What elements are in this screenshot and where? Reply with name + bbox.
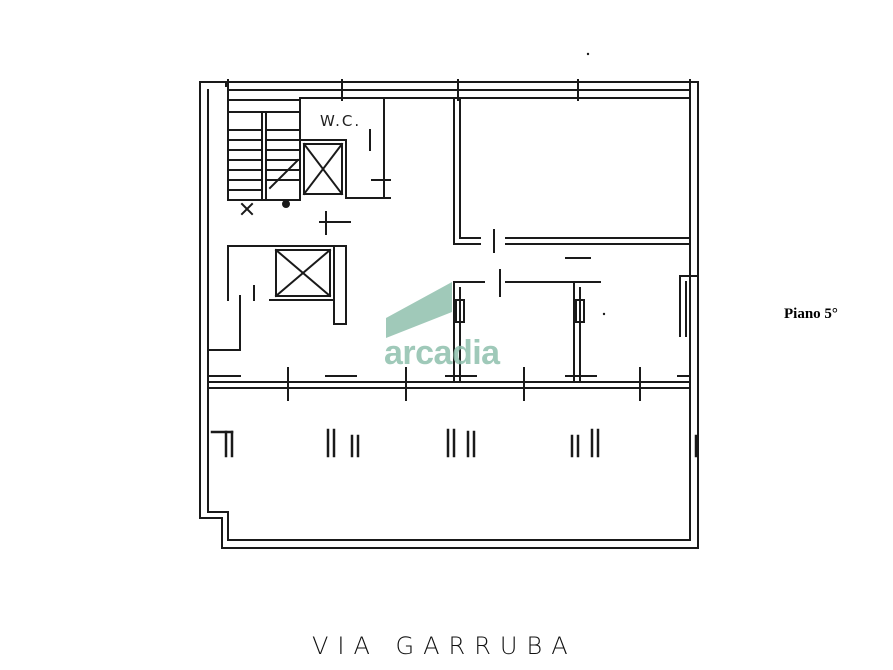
terrace-divider [207, 367, 691, 401]
stair-core [227, 99, 301, 216]
watermark-logo-shape [386, 282, 452, 338]
columns-top [227, 79, 691, 101]
street-label: VIA GARRUBA [312, 632, 577, 660]
office-walls [453, 97, 699, 383]
elevator-shaft-lower [274, 248, 332, 298]
window-marks [210, 428, 698, 458]
floor-label: Piano 5° [784, 306, 838, 322]
wc-room-label: W.C. [320, 112, 362, 130]
outer-walls [199, 81, 699, 549]
wc-walls [319, 97, 391, 235]
elevator-shaft-upper [299, 139, 347, 196]
watermark-logo-text: arcadia [384, 334, 500, 372]
landing-walls [209, 245, 347, 351]
